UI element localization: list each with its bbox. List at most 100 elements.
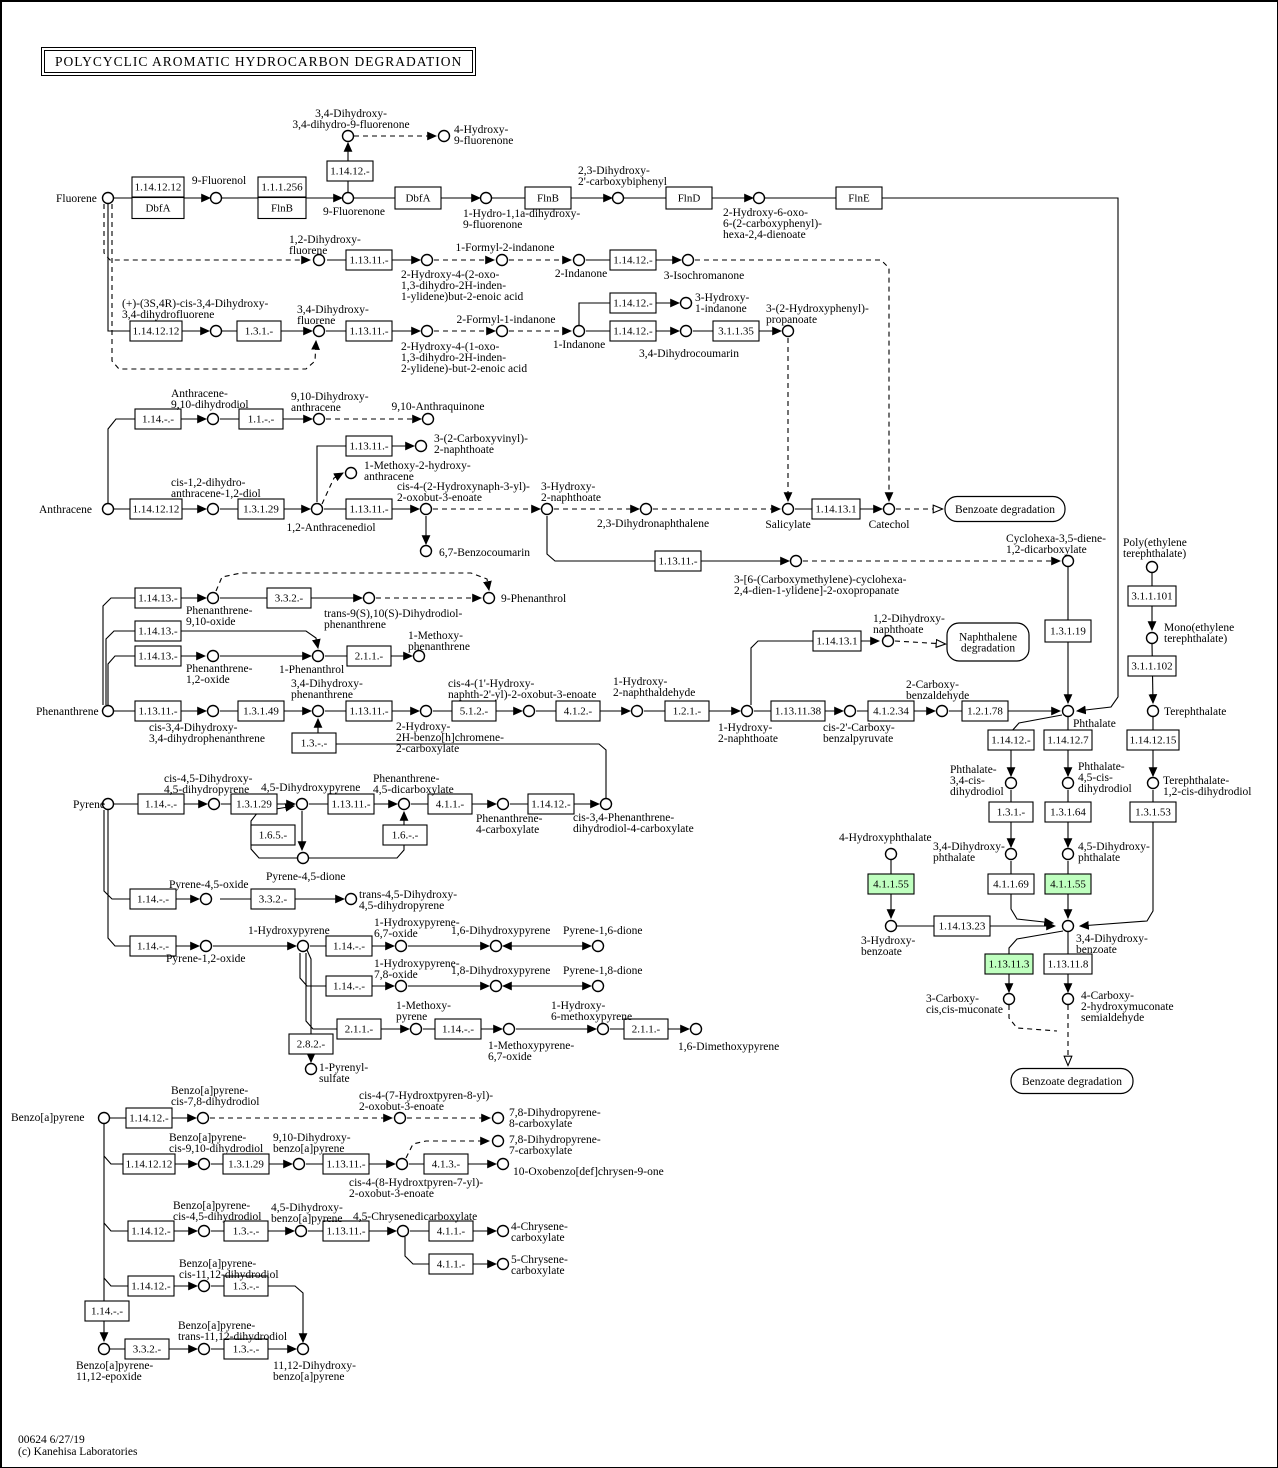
enzyme-box[interactable]: 1.14.12.12 — [122, 1153, 176, 1175]
enzyme-box[interactable]: 3.1.1.35 — [712, 320, 760, 342]
compound-circle[interactable] — [311, 649, 325, 663]
enzyme-box[interactable]: 1.1.1.256 — [257, 176, 307, 198]
enzyme-box[interactable]: 4.1.1.- — [428, 1220, 474, 1242]
enzyme-box[interactable]: FlnE — [835, 186, 883, 210]
compound-circle[interactable] — [752, 191, 766, 205]
compound-circle[interactable] — [437, 129, 451, 143]
compound-circle[interactable] — [1061, 847, 1075, 861]
enzyme-box[interactable]: 4.1.1.69 — [987, 873, 1035, 895]
compound-circle[interactable] — [572, 324, 586, 338]
enzyme-box[interactable]: 1.14.12.- — [609, 292, 657, 314]
pathway-link-box[interactable]: Benzoate degradation — [944, 495, 1066, 523]
enzyme-box[interactable]: 1.14.12.15 — [1126, 729, 1180, 751]
compound-circle[interactable] — [689, 1022, 703, 1036]
enzyme-box[interactable]: 1.14.-.- — [137, 793, 185, 815]
compound-circle[interactable] — [97, 1342, 111, 1356]
enzyme-box[interactable]: 1.14.-.- — [84, 1300, 130, 1322]
compound-circle[interactable] — [522, 704, 536, 718]
compound-circle[interactable] — [881, 634, 895, 648]
enzyme-box[interactable]: 2.1.1.- — [336, 1018, 382, 1040]
enzyme-box[interactable]: 1.14.-.- — [134, 408, 182, 430]
enzyme-box[interactable]: 1.14.-.- — [325, 935, 373, 957]
enzyme-box[interactable]: 1.13.11.- — [654, 550, 702, 572]
compound-circle[interactable] — [495, 324, 509, 338]
compound-circle[interactable] — [781, 324, 795, 338]
enzyme-box[interactable]: 1.14.13.1 — [811, 498, 861, 520]
enzyme-box[interactable]: 1.14.12.- — [609, 249, 657, 271]
enzyme-box[interactable]: 1.14.13.- — [134, 587, 182, 609]
enzyme-box[interactable]: 3.1.1.102 — [1127, 655, 1177, 677]
enzyme-box[interactable]: 1.3.1.- — [988, 801, 1034, 823]
compound-circle[interactable] — [935, 704, 949, 718]
enzyme-box[interactable]: 2.1.1.- — [346, 645, 392, 667]
compound-circle[interactable] — [1061, 776, 1075, 790]
enzyme-box[interactable]: 1.14.-.- — [325, 975, 373, 997]
compound-circle[interactable] — [1061, 704, 1075, 718]
enzyme-box[interactable]: 1.14.12.12 — [131, 176, 185, 198]
compound-circle[interactable] — [341, 129, 355, 143]
enzyme-box[interactable]: 1.14.12.- — [987, 729, 1035, 751]
compound-circle[interactable] — [884, 847, 898, 861]
enzyme-box[interactable]: 4.1.1.55 — [867, 873, 915, 895]
enzyme-box[interactable]: FlnB — [257, 196, 307, 220]
enzyme-box[interactable]: 1.3.1.53 — [1129, 801, 1177, 823]
enzyme-box[interactable]: 1.3.-.- — [223, 1275, 269, 1297]
enzyme-box[interactable]: 1.14.13.23 — [933, 915, 991, 937]
enzyme-box[interactable]: 1.3.-.- — [291, 732, 337, 754]
compound-circle[interactable] — [396, 1224, 410, 1238]
compound-circle[interactable] — [311, 704, 325, 718]
compound-circle[interactable] — [630, 704, 644, 718]
enzyme-box[interactable]: 1.1.-.- — [238, 408, 284, 430]
compound-circle[interactable] — [491, 1111, 505, 1125]
compound-circle[interactable] — [599, 797, 613, 811]
compound-circle[interactable] — [420, 324, 434, 338]
enzyme-box[interactable]: 1.3.1.29 — [230, 793, 278, 815]
compound-circle[interactable] — [496, 797, 510, 811]
compound-circle[interactable] — [740, 704, 754, 718]
enzyme-box[interactable]: 4.1.1.55 — [1044, 873, 1092, 895]
enzyme-box[interactable]: 1.13.11.38 — [770, 700, 826, 722]
enzyme-box[interactable]: 1.14.12.- — [127, 1220, 175, 1242]
compound-circle[interactable] — [419, 704, 433, 718]
compound-circle[interactable] — [209, 191, 223, 205]
compound-circle[interactable] — [496, 1257, 510, 1271]
enzyme-box[interactable]: 1.3.1.49 — [237, 700, 285, 722]
enzyme-box[interactable]: 3.1.1.101 — [1127, 585, 1177, 607]
compound-circle[interactable] — [540, 502, 554, 516]
compound-circle[interactable] — [496, 1224, 510, 1238]
compound-circle[interactable] — [310, 502, 324, 516]
compound-circle[interactable] — [419, 544, 433, 558]
compound-circle[interactable] — [1146, 776, 1160, 790]
enzyme-box[interactable]: 1.14.13.1 — [812, 630, 862, 652]
compound-circle[interactable] — [312, 253, 326, 267]
compound-circle[interactable] — [292, 1157, 306, 1171]
compound-circle[interactable] — [781, 502, 795, 516]
compound-circle[interactable] — [395, 1157, 409, 1171]
compound-circle[interactable] — [196, 1111, 210, 1125]
compound-circle[interactable] — [679, 296, 693, 310]
enzyme-box[interactable]: DbfA — [394, 186, 442, 210]
enzyme-box[interactable]: 1.6.-.- — [382, 824, 428, 846]
enzyme-box[interactable]: 1.14.12.- — [125, 1107, 173, 1129]
enzyme-box[interactable]: 1.13.11.- — [327, 793, 375, 815]
enzyme-box[interactable]: FlnB — [524, 186, 572, 210]
compound-circle[interactable] — [421, 412, 435, 426]
compound-circle[interactable] — [362, 591, 376, 605]
compound-circle[interactable] — [197, 1342, 211, 1356]
compound-circle[interactable] — [101, 797, 115, 811]
compound-circle[interactable] — [611, 191, 625, 205]
compound-circle[interactable] — [409, 1022, 423, 1036]
compound-circle[interactable] — [479, 191, 493, 205]
enzyme-box[interactable]: 1.13.11.- — [345, 249, 393, 271]
compound-circle[interactable] — [344, 892, 358, 906]
compound-circle[interactable] — [394, 939, 408, 953]
compound-circle[interactable] — [101, 191, 115, 205]
compound-circle[interactable] — [296, 1342, 310, 1356]
enzyme-box[interactable]: 4.1.3.- — [423, 1153, 469, 1175]
compound-circle[interactable] — [884, 919, 898, 933]
compound-circle[interactable] — [591, 939, 605, 953]
compound-circle[interactable] — [206, 591, 220, 605]
enzyme-box[interactable]: 1.13.11.8 — [1043, 953, 1093, 975]
enzyme-box[interactable]: 1.14.12.- — [609, 320, 657, 342]
compound-circle[interactable] — [206, 704, 220, 718]
